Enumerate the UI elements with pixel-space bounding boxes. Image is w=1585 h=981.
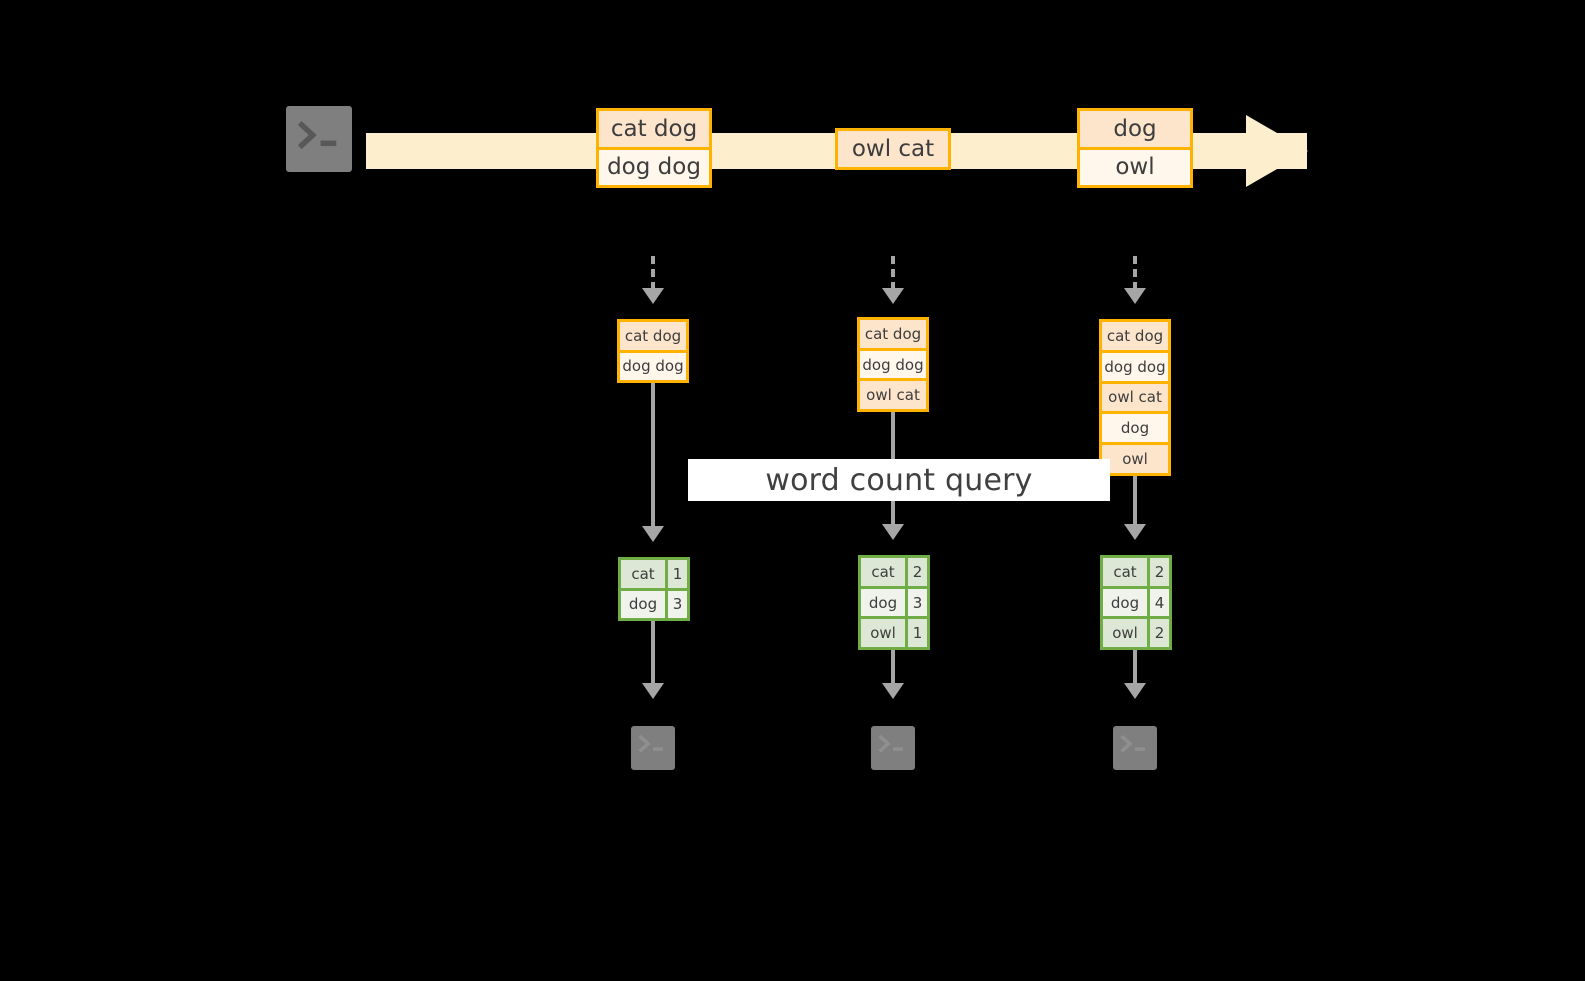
column-3-sink-connector (1133, 650, 1137, 689)
stream-record-line: owl (1080, 146, 1190, 185)
result-word: dog (1103, 588, 1147, 617)
column-2-result-table: cat 2 dog 3 owl 1 (858, 555, 930, 650)
column-1-sink-connector (651, 621, 655, 689)
source-terminal-icon (277, 97, 361, 181)
result-word: cat (861, 558, 905, 586)
column-3-dashed-connector (1133, 256, 1137, 290)
result-row: cat 2 (1103, 558, 1169, 586)
input-row: owl (1102, 442, 1168, 473)
stream-record-line: dog dog (599, 146, 709, 185)
input-row: dog dog (860, 347, 926, 379)
column-2-dashed-arrowhead (882, 288, 904, 304)
input-row: owl cat (860, 378, 926, 409)
stream-record-1: cat dog dog dog (596, 108, 712, 188)
result-count: 2 (905, 558, 927, 586)
input-row: dog (1102, 411, 1168, 443)
column-1-result-table: cat 1 dog 3 (618, 557, 690, 621)
column-1-dashed-connector (651, 256, 655, 290)
column-2-sink-arrowhead (882, 683, 904, 699)
result-count: 3 (665, 590, 687, 618)
result-word: cat (621, 560, 665, 588)
column-3-query-connector (1133, 476, 1137, 532)
input-row: cat dog (620, 322, 686, 350)
result-row: dog 4 (1103, 585, 1169, 617)
column-1-sink-arrowhead (642, 683, 664, 699)
result-count: 2 (1147, 558, 1169, 586)
result-word: dog (861, 588, 905, 617)
result-count: 1 (905, 619, 927, 647)
result-word: owl (1103, 619, 1147, 647)
stream-record-line: owl cat (838, 131, 948, 167)
stream-record-2: owl cat (835, 128, 951, 170)
result-count: 2 (1147, 619, 1169, 647)
terminal-prompt-glyph (638, 734, 663, 753)
stream-record-line: cat dog (599, 111, 709, 147)
query-banner: word count query (688, 459, 1110, 501)
input-row: cat dog (860, 320, 926, 348)
result-count: 1 (665, 560, 687, 588)
result-row: cat 2 (861, 558, 927, 586)
terminal-prompt-glyph (878, 734, 903, 753)
stream-record-3: dog owl (1077, 108, 1193, 188)
input-row: owl cat (1102, 380, 1168, 412)
result-count: 4 (1147, 588, 1169, 617)
column-2-query-arrowhead (882, 524, 904, 540)
column-1-query-connector (651, 383, 655, 533)
result-word: dog (621, 590, 665, 618)
column-3-result-table: cat 2 dog 4 owl 2 (1100, 555, 1172, 650)
stream-band-arrowhead (1246, 115, 1308, 187)
result-row: owl 1 (861, 616, 927, 647)
column-1-sink-terminal-icon (622, 717, 684, 779)
stream-record-line: dog (1080, 111, 1190, 147)
column-3-query-arrowhead (1124, 524, 1146, 540)
result-word: owl (861, 619, 905, 647)
column-3-sink-arrowhead (1124, 683, 1146, 699)
column-1-input-table: cat dog dog dog (617, 319, 689, 383)
input-row: dog dog (1102, 349, 1168, 381)
column-2-dashed-connector (891, 256, 895, 290)
input-row: dog dog (620, 349, 686, 380)
result-row: dog 3 (861, 585, 927, 617)
input-row: cat dog (1102, 322, 1168, 350)
result-word: cat (1103, 558, 1147, 586)
result-row: cat 1 (621, 560, 687, 588)
column-2-input-table: cat dog dog dog owl cat (857, 317, 929, 412)
result-count: 3 (905, 588, 927, 617)
column-3-sink-terminal-icon (1104, 717, 1166, 779)
column-1-query-arrowhead (642, 526, 664, 542)
column-3-dashed-arrowhead (1124, 288, 1146, 304)
terminal-prompt-glyph (297, 120, 337, 150)
terminal-body (286, 106, 352, 172)
column-2-sink-terminal-icon (862, 717, 924, 779)
column-1-dashed-arrowhead (642, 288, 664, 304)
result-row: dog 3 (621, 587, 687, 618)
column-2-sink-connector (891, 650, 895, 689)
result-row: owl 2 (1103, 616, 1169, 647)
terminal-prompt-glyph (1120, 734, 1145, 753)
column-3-input-table: cat dog dog dog owl cat dog owl (1099, 319, 1171, 476)
